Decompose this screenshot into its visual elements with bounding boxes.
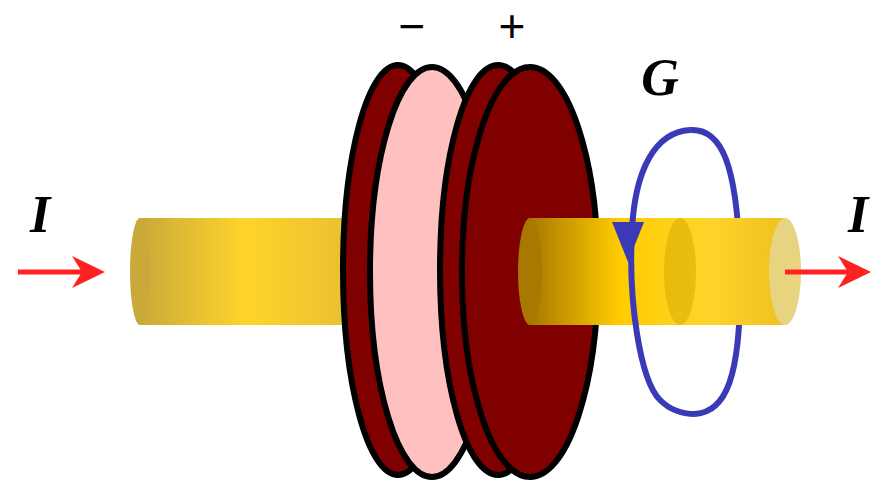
left-wire [140, 218, 350, 325]
current-arrow [18, 270, 88, 275]
loop-arrowhead [612, 222, 644, 262]
current-arrowhead [72, 256, 105, 288]
loop-label: G [641, 52, 679, 104]
current-label: I [848, 189, 868, 241]
polarity-sign: − [399, 3, 426, 49]
current-arrowhead [838, 256, 871, 288]
current-arrow [785, 270, 855, 275]
wire-end [518, 218, 542, 325]
loop-front [631, 130, 695, 414]
current-label: I [30, 189, 50, 241]
wire-shade [664, 218, 696, 325]
polarity-sign: + [499, 3, 526, 49]
right-wire [530, 218, 785, 325]
wire-end [130, 218, 150, 325]
